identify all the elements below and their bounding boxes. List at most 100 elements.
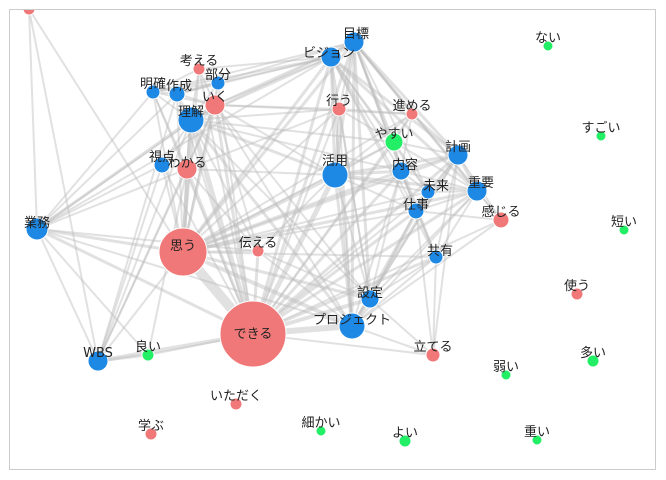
edge-settei-kyouyuu xyxy=(369,256,437,300)
edge-project-naiyou xyxy=(351,170,402,327)
node-yoi_kanji[interactable] xyxy=(141,348,155,362)
node-dekiru[interactable] xyxy=(219,300,287,368)
node-label-tsutaeru: 伝える xyxy=(239,236,278,251)
node-komakai[interactable] xyxy=(315,425,327,437)
node-itadaku[interactable] xyxy=(229,397,243,411)
node-rikai[interactable] xyxy=(177,106,205,134)
co-occurrence-network: できる思うプロジェクト活用業務理解目標ビジョン計画重要WBS設定内容未来仕事共有… xyxy=(22,10,637,448)
edge-settei-okonau xyxy=(338,108,371,300)
node-project[interactable] xyxy=(338,312,366,340)
edge-katsuyou-wakaru xyxy=(186,168,336,176)
node-mirai[interactable] xyxy=(420,184,436,200)
edge-mokuhyou-yasui xyxy=(353,41,395,143)
node-shiten[interactable] xyxy=(153,156,171,174)
edge-dekiru-naiyou xyxy=(251,169,403,336)
edge-omou-mirai xyxy=(182,191,429,253)
node-label-susumeru: 進める xyxy=(392,99,431,114)
node-meikaku[interactable] xyxy=(145,84,161,100)
node-tsutaeru[interactable] xyxy=(251,244,265,258)
edge-rikai-tsutaeru xyxy=(190,119,259,252)
node-label-rikai: 理解 xyxy=(178,105,204,120)
node-label-kangaeru: 考える xyxy=(180,54,219,69)
node-label-iku: いく xyxy=(202,90,228,105)
edge-keikaku-yasui xyxy=(393,141,459,156)
node-naiyou[interactable] xyxy=(391,161,411,181)
edge-omou-mokuhyou xyxy=(181,40,356,254)
edge-mokuhyou-meikaku xyxy=(152,41,355,93)
edge-rikai-yasui xyxy=(190,119,395,143)
edge-gyoumu-rikai xyxy=(35,118,193,231)
node-mijikai[interactable] xyxy=(618,224,630,236)
node-wbs[interactable] xyxy=(87,350,109,372)
node-kangaeru[interactable] xyxy=(192,62,206,76)
node-label-ooi: 多い xyxy=(580,345,606,361)
node-yasui[interactable] xyxy=(384,132,404,152)
edge-vision-naiyou xyxy=(330,56,402,172)
edge-iku-okonau xyxy=(214,104,340,110)
edge-omou-meikaku xyxy=(152,91,184,253)
node-wakaru[interactable] xyxy=(176,158,198,180)
node-sugoi[interactable] xyxy=(595,130,607,142)
node-keikaku[interactable] xyxy=(447,144,469,166)
edge-vision-kangaeru xyxy=(198,56,332,70)
edge-vision-gyoumu xyxy=(36,56,332,230)
edge-gyoumu-wbs xyxy=(36,228,99,362)
edge-vision-iku xyxy=(214,56,332,106)
node-label-yoi: よい xyxy=(392,426,418,441)
edge-omou-shigoto xyxy=(182,210,417,253)
node-kanjiru[interactable] xyxy=(492,211,510,229)
edge-katsuyou-settei xyxy=(334,174,371,300)
edge-project-tateru xyxy=(351,325,434,356)
node-label-vision: ビジョン xyxy=(303,46,355,61)
edge-wbs-wakaru xyxy=(97,168,188,362)
node-manabu[interactable] xyxy=(144,427,158,441)
node-topleft[interactable] xyxy=(22,10,36,16)
node-susumeru[interactable] xyxy=(405,107,419,121)
edge-wbs-shiten xyxy=(97,164,163,362)
edge-mokuhyou-susumeru xyxy=(353,41,413,115)
node-okonau[interactable] xyxy=(331,101,347,117)
node-juuyou[interactable] xyxy=(466,180,488,202)
edge-omou-katsuyou xyxy=(181,173,337,254)
node-katsuyou[interactable] xyxy=(321,161,349,189)
node-label-project: プロジェクト xyxy=(313,313,391,328)
edge-tsutaeru-settei xyxy=(257,250,371,300)
edge-omou-kyouyuu xyxy=(182,251,437,258)
node-yoi[interactable] xyxy=(398,434,412,448)
node-settei[interactable] xyxy=(360,289,380,309)
node-kyouyuu[interactable] xyxy=(428,249,444,265)
edge-okonau-yasui xyxy=(338,108,395,143)
edge-dekiru-kangaeru xyxy=(198,68,254,335)
node-tsukau[interactable] xyxy=(570,287,584,301)
node-tateru[interactable] xyxy=(425,347,441,363)
node-bubun[interactable] xyxy=(210,75,226,91)
edge-project-shigoto xyxy=(351,210,417,327)
node-omoi[interactable] xyxy=(531,434,543,446)
node-label-okonau: 行う xyxy=(326,94,352,109)
node-shigoto[interactable] xyxy=(407,202,425,220)
node-gyoumu[interactable] xyxy=(25,217,49,241)
edge-wakaru-tsutaeru xyxy=(186,168,259,252)
edge-vision-shigoto xyxy=(330,56,417,212)
node-sakusei[interactable] xyxy=(168,85,186,103)
node-nai[interactable] xyxy=(542,40,554,52)
node-iku[interactable] xyxy=(204,94,226,116)
label-layer: できる思うプロジェクト活用業務理解目標ビジョン計画重要WBS設定内容未来仕事共有… xyxy=(24,27,637,441)
edge-project-iku xyxy=(214,104,353,327)
node-label-wbs: WBS xyxy=(83,346,113,361)
edge-dekiru-kanjiru xyxy=(252,219,502,335)
edge-iku-wakaru xyxy=(186,104,216,170)
edge-project-katsuyou xyxy=(333,173,354,328)
node-ooi[interactable] xyxy=(586,354,600,368)
edge-vision-mirai xyxy=(330,56,429,193)
edge-topleft-omou xyxy=(28,10,184,253)
edge-mokuhyou-mirai xyxy=(353,41,429,193)
edge-dekiru-vision xyxy=(251,55,333,336)
node-mokuhyou[interactable] xyxy=(343,31,365,53)
edge-meikaku-bubun xyxy=(152,82,219,93)
node-label-tateru: 立てる xyxy=(413,340,452,355)
node-yowai[interactable] xyxy=(500,369,512,381)
node-omou[interactable] xyxy=(158,227,208,277)
node-vision[interactable] xyxy=(320,46,342,68)
node-label-omoi: 重い xyxy=(524,424,550,440)
